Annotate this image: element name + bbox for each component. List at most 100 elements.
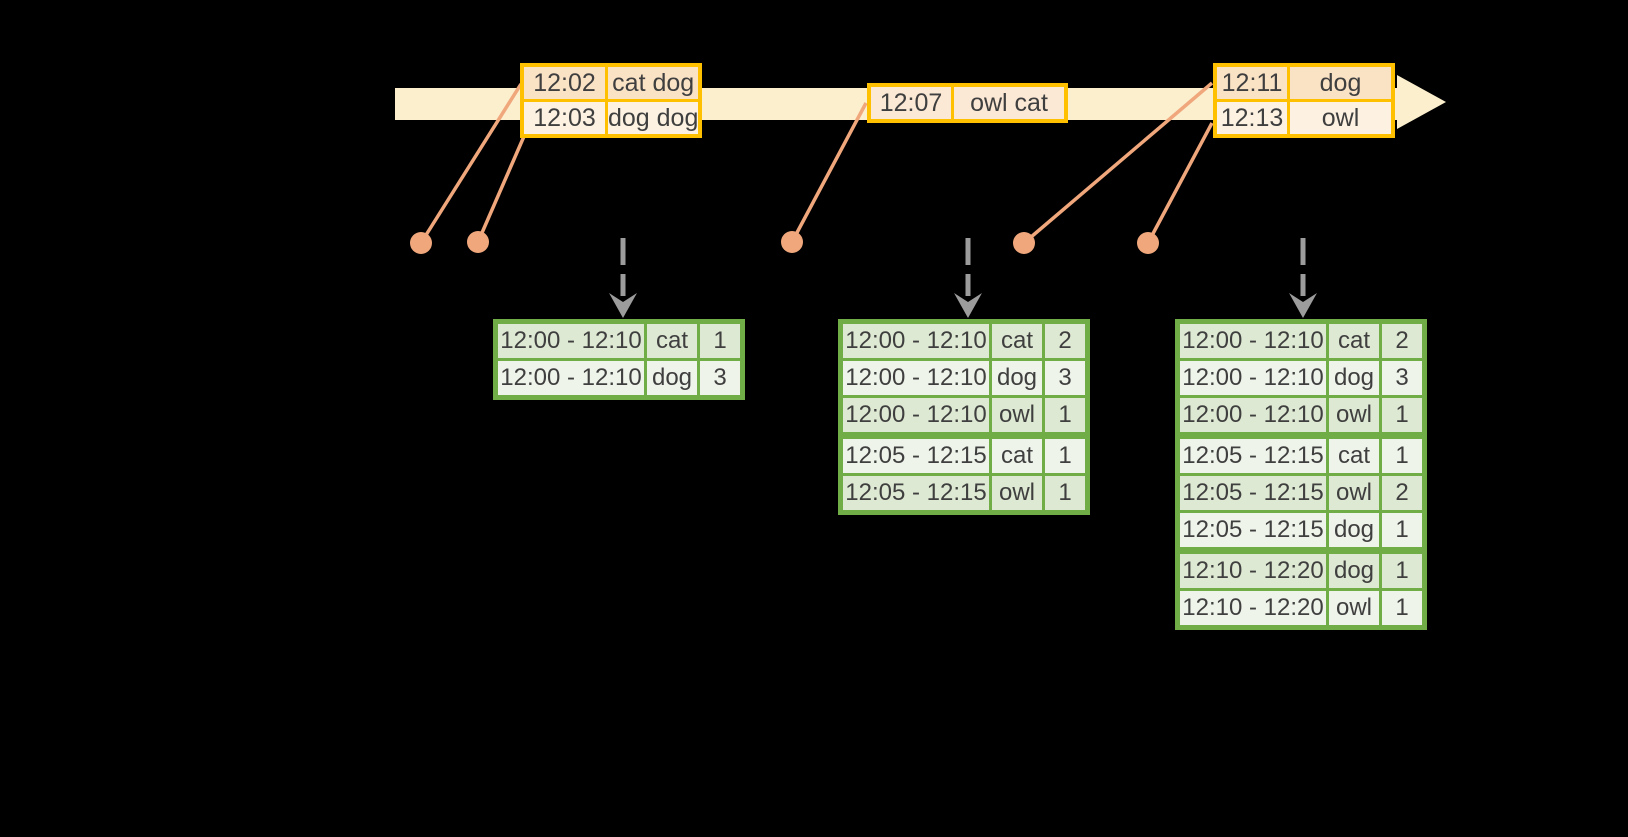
result-word-cell: cat xyxy=(989,432,1045,476)
result-count-cell: 1 xyxy=(1042,432,1089,476)
result-window-cell: 12:00 - 12:10 xyxy=(839,358,992,398)
result-count-cell: 3 xyxy=(1042,358,1089,398)
result-window-cell: 12:05 - 12:15 xyxy=(1176,473,1329,513)
result-window-cell: 12:00 - 12:10 xyxy=(839,320,992,361)
connector-line xyxy=(1146,122,1214,244)
result-word-cell: owl xyxy=(989,395,1045,437)
event-time-cell: 12:13 xyxy=(1213,99,1290,138)
event-connectors xyxy=(419,81,1214,245)
result-count-cell: 3 xyxy=(697,358,744,399)
event-words-cell: owl cat xyxy=(951,83,1068,123)
event-words-cell: dog xyxy=(1287,63,1395,102)
connector-line xyxy=(790,102,868,243)
result-count-cell: 1 xyxy=(1042,395,1089,437)
trigger-arrows xyxy=(609,238,1317,318)
result-word-cell: cat xyxy=(644,320,700,361)
result-count-cell: 1 xyxy=(1379,432,1426,476)
result-count-cell: 1 xyxy=(697,320,744,361)
result-window-cell: 12:05 - 12:15 xyxy=(1176,432,1329,476)
connector-line xyxy=(1022,81,1214,245)
event-dot xyxy=(410,232,432,254)
result-word-cell: dog xyxy=(644,358,700,399)
result-window-cell: 12:05 - 12:15 xyxy=(1176,510,1329,552)
result-count-cell: 1 xyxy=(1042,473,1089,514)
result-word-cell: owl xyxy=(1326,473,1382,513)
result-count-cell: 1 xyxy=(1379,510,1426,552)
result-window-cell: 12:00 - 12:10 xyxy=(839,395,992,437)
result-window-cell: 12:00 - 12:10 xyxy=(494,358,647,399)
result-word-cell: cat xyxy=(989,320,1045,361)
trigger-arrowhead-icon xyxy=(1289,293,1317,318)
event-time-cell: 12:07 xyxy=(867,83,954,123)
event-dot xyxy=(781,231,803,253)
result-window-cell: 12:05 - 12:15 xyxy=(839,432,992,476)
result-word-cell: cat xyxy=(1326,432,1382,476)
event-words-cell: cat dog xyxy=(605,63,702,102)
result-count-cell: 1 xyxy=(1379,395,1426,437)
result-window-cell: 12:00 - 12:10 xyxy=(1176,358,1329,398)
event-dot xyxy=(1137,232,1159,254)
result-count-cell: 1 xyxy=(1379,588,1426,629)
result-count-cell: 2 xyxy=(1379,473,1426,513)
result-word-cell: cat xyxy=(1326,320,1382,361)
event-time-cell: 12:02 xyxy=(520,63,608,102)
result-count-cell: 2 xyxy=(1379,320,1426,361)
result-window-cell: 12:00 - 12:10 xyxy=(494,320,647,361)
result-word-cell: owl xyxy=(1326,395,1382,437)
event-dot xyxy=(1013,232,1035,254)
event-time-cell: 12:03 xyxy=(520,99,608,138)
result-count-cell: 3 xyxy=(1379,358,1426,398)
connector-line xyxy=(476,133,527,243)
result-window-cell: 12:10 - 12:20 xyxy=(1176,547,1329,591)
result-window-cell: 12:10 - 12:20 xyxy=(1176,588,1329,629)
event-words-cell: dog dog xyxy=(605,99,702,138)
result-window-cell: 12:00 - 12:10 xyxy=(1176,320,1329,361)
trigger-arrowhead-icon xyxy=(609,293,637,318)
trigger-arrowhead-icon xyxy=(954,293,982,318)
result-word-cell: dog xyxy=(1326,510,1382,552)
result-window-cell: 12:05 - 12:15 xyxy=(839,473,992,514)
result-count-cell: 2 xyxy=(1042,320,1089,361)
connector-line xyxy=(419,83,523,244)
event-words-cell: owl xyxy=(1287,99,1395,138)
event-dot xyxy=(467,231,489,253)
result-word-cell: owl xyxy=(989,473,1045,514)
result-window-cell: 12:00 - 12:10 xyxy=(1176,395,1329,437)
result-word-cell: dog xyxy=(989,358,1045,398)
event-time-cell: 12:11 xyxy=(1213,63,1290,102)
result-count-cell: 1 xyxy=(1379,547,1426,591)
result-word-cell: dog xyxy=(1326,358,1382,398)
event-dots xyxy=(410,231,1159,254)
result-word-cell: owl xyxy=(1326,588,1382,629)
